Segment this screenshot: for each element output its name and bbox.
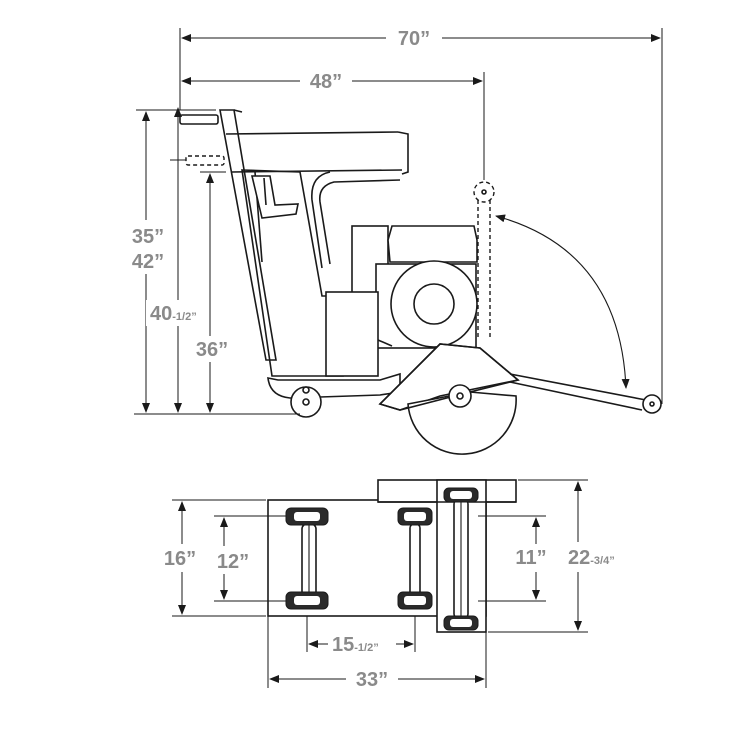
label-blade-guard-length: 48” (310, 71, 342, 93)
label-handle-height-high: 42” (132, 251, 164, 273)
label-rear-axle-width: 16” (164, 548, 196, 570)
label-overall-length: 70” (398, 28, 430, 50)
label-height-36: 36” (196, 339, 228, 361)
handle-grip-low (185, 155, 225, 166)
handle-grip-high (179, 114, 219, 125)
pointer-wheel (642, 394, 662, 414)
label-wheelbase: 15 (332, 634, 354, 656)
label-height-40: 40 (150, 303, 172, 325)
label-rear-wheel-spacing: 12” (217, 551, 249, 573)
label-height-40-fraction: -1/2” (172, 311, 196, 323)
top-view (172, 479, 588, 688)
rear-wheel (290, 386, 322, 418)
side-view (134, 28, 663, 455)
label-overall-width: 22 (568, 547, 590, 569)
handle-frame (219, 109, 277, 361)
label-front-wheel-spacing: 11” (515, 547, 546, 569)
label-handle-height-low: 35” (132, 226, 164, 248)
svg-text:15-1/2”: 15-1/2” (332, 634, 379, 656)
label-overall-width-fraction: -3/4” (590, 555, 614, 567)
swing-arc (495, 214, 630, 389)
svg-text:22-3/4”: 22-3/4” (568, 547, 615, 569)
svg-text:40-1/2”: 40-1/2” (150, 303, 197, 325)
label-wheelbase-fraction: -1/2” (354, 642, 378, 654)
blade (407, 391, 517, 455)
label-base-length: 33” (356, 669, 388, 691)
